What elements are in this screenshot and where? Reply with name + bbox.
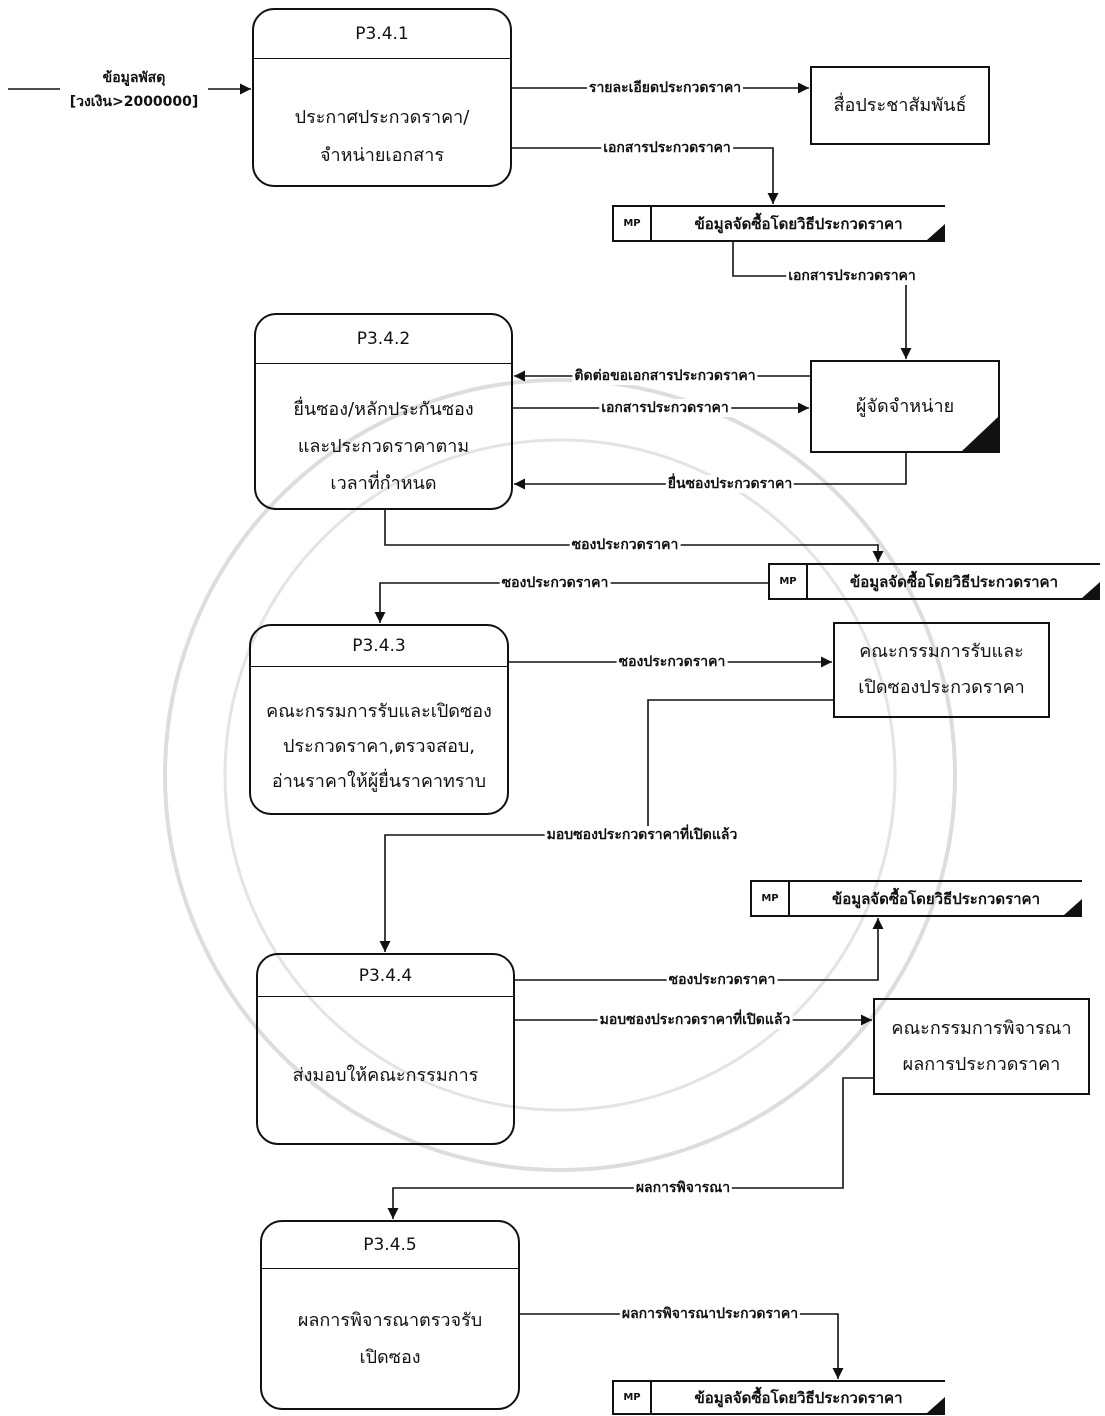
process-p3-4-5: P3.4.5 ผลการพิจารณาตรวจรับ เปิดซอง [260, 1220, 520, 1410]
entity-text-line: ผลการประกวดราคา [902, 1053, 1061, 1075]
process-text-line: เวลาที่กำหนด [330, 472, 437, 494]
duplicate-marker-icon [927, 1397, 945, 1413]
process-p3-4-1: P3.4.1 ประกาศประกวดราคา/ จำหน่ายเอกสาร [252, 8, 512, 187]
flow-label: เอกสารประกวดราคา [599, 399, 731, 417]
flow-arrow-13 [387, 1077, 873, 1219]
flow-label: ผลการพิจารณา [633, 1179, 733, 1197]
data-store-name: ข้อมูลจัดซื้อโดยวิธีประกวดราคา [694, 1388, 903, 1407]
process-description: ส่งมอบให้คณะกรรมการ [258, 997, 513, 1143]
process-p3-4-2: P3.4.2 ยื่นซอง/หลักประกันซอง และประกวดรา… [254, 313, 513, 510]
flow-label: ซองประกวดราคา [499, 574, 611, 592]
process-text-line: ประกาศประกวดราคา/ [294, 107, 470, 128]
flow-label: มอบซองประกวดราคาที่เปิดแล้ว [544, 826, 740, 844]
process-text-line: เปิดซอง [359, 1346, 421, 1368]
data-store-code: MP [752, 882, 790, 915]
flow-arrow-2 [512, 147, 779, 204]
process-text-line: และประกวดราคาตาม [297, 435, 470, 457]
flow-arrow-11 [515, 918, 884, 981]
data-store-code: MP [614, 207, 652, 240]
flow-label: ผลการพิจารณาประกวดราคา [619, 1305, 801, 1323]
process-text-line: จำหน่ายเอกสาร [319, 145, 445, 166]
data-store-name: ข้อมูลจัดซื้อโดยวิธีประกวดราคา [694, 214, 903, 233]
data-store: MP ข้อมูลจัดซื้อโดยวิธีประกวดราคา [768, 563, 1100, 600]
process-text-line: ยื่นซอง/หลักประกันซอง [293, 398, 474, 420]
process-text-line: ผลการพิจารณาตรวจรับ [297, 1309, 483, 1331]
duplicate-marker-icon [927, 224, 945, 240]
input-flow-label-line: [วงเงิน>2000000] [69, 94, 199, 110]
process-description: คณะกรรมการรับและเปิดซอง ประกวดราคา,ตรวจส… [251, 667, 507, 813]
process-id: P3.4.3 [251, 626, 507, 667]
entity-text-line: สื่อประชาสัมพันธ์ [833, 94, 967, 116]
process-description: ประกาศประกวดราคา/ จำหน่ายเอกสาร [254, 59, 510, 185]
entity-text-line: คณะกรรมการรับและ [859, 641, 1024, 662]
process-id: P3.4.4 [258, 955, 513, 997]
data-store-code: MP [614, 1382, 652, 1413]
process-p3-4-4: P3.4.4 ส่งมอบให้คณะกรรมการ [256, 953, 515, 1145]
external-entity-vendor: ผู้จัดจำหน่าย [810, 360, 1000, 453]
entity-text-line: คณะกรรมการพิจารณา [891, 1017, 1072, 1039]
data-store-name: ข้อมูลจัดซื้อโดยวิธีประกวดราคา [831, 889, 1041, 908]
external-entity-evaluation-committee: คณะกรรมการพิจารณา ผลการประกวดราคา [873, 998, 1090, 1095]
data-store-code: MP [770, 565, 808, 598]
process-description: ยื่นซอง/หลักประกันซอง และประกวดราคาตาม เ… [256, 364, 511, 508]
external-entity-opening-committee: คณะกรรมการรับและ เปิดซองประกวดราคา [833, 622, 1050, 718]
flow-arrow-14 [520, 1313, 844, 1379]
data-store: MP ข้อมูลจัดซื้อโดยวิธีประกวดราคา [612, 1380, 945, 1415]
duplicate-marker-icon [1064, 899, 1082, 915]
duplicate-marker-icon [962, 417, 998, 451]
process-text-line: ประกวดราคา,ตรวจสอบ, [282, 735, 476, 757]
process-id: P3.4.1 [254, 10, 510, 59]
flow-label: ซองประกวดราคา [616, 653, 728, 671]
process-text-line: อ่านราคาให้ผู้ยื่นราคาทราบ [271, 770, 487, 792]
flow-arrow-3 [732, 242, 912, 359]
flow-label: ซองประกวดราคา [666, 971, 778, 989]
flow-label: มอบซองประกวดราคาที่เปิดแล้ว [597, 1011, 793, 1029]
data-store-name: ข้อมูลจัดซื้อโดยวิธีประกวดราคา [849, 572, 1059, 591]
flow-label: ยื่นซองประกวดราคา [665, 475, 795, 493]
process-id: P3.4.5 [262, 1222, 518, 1269]
flow-arrow-8 [374, 582, 768, 623]
flow-arrow-6 [514, 453, 907, 490]
flow-label: เอกสารประกวดราคา [786, 267, 918, 285]
input-flow-label-line: ข้อมูลพัสดุ [102, 70, 166, 86]
flow-label: เอกสารประกวดราคา [601, 139, 733, 157]
external-entity-public-relations: สื่อประชาสัมพันธ์ [810, 66, 990, 145]
process-description: ผลการพิจารณาตรวจรับ เปิดซอง [262, 1269, 518, 1408]
data-store: MP ข้อมูลจัดซื้อโดยวิธีประกวดราคา [612, 205, 945, 242]
entity-text-line: เปิดซองประกวดราคา [858, 677, 1025, 698]
flow-label: ซองประกวดราคา [569, 536, 681, 554]
flow-label: รายละเอียดประกวดราคา [586, 79, 744, 97]
entity-text-line: ผู้จัดจำหน่าย [855, 395, 955, 417]
duplicate-marker-icon [1082, 582, 1100, 598]
flow-label: ติดต่อขอเอกสารประกวดราคา [572, 367, 758, 385]
process-text-line: ส่งมอบให้คณะกรรมการ [292, 1064, 479, 1086]
input-flow-label: ข้อมูลพัสดุ [วงเงิน>2000000] [60, 66, 208, 114]
process-p3-4-3: P3.4.3 คณะกรรมการรับและเปิดซอง ประกวดราค… [249, 624, 509, 815]
data-store: MP ข้อมูลจัดซื้อโดยวิธีประกวดราคา [750, 880, 1082, 917]
process-text-line: คณะกรรมการรับและเปิดซอง [266, 700, 492, 722]
process-id: P3.4.2 [256, 315, 511, 364]
